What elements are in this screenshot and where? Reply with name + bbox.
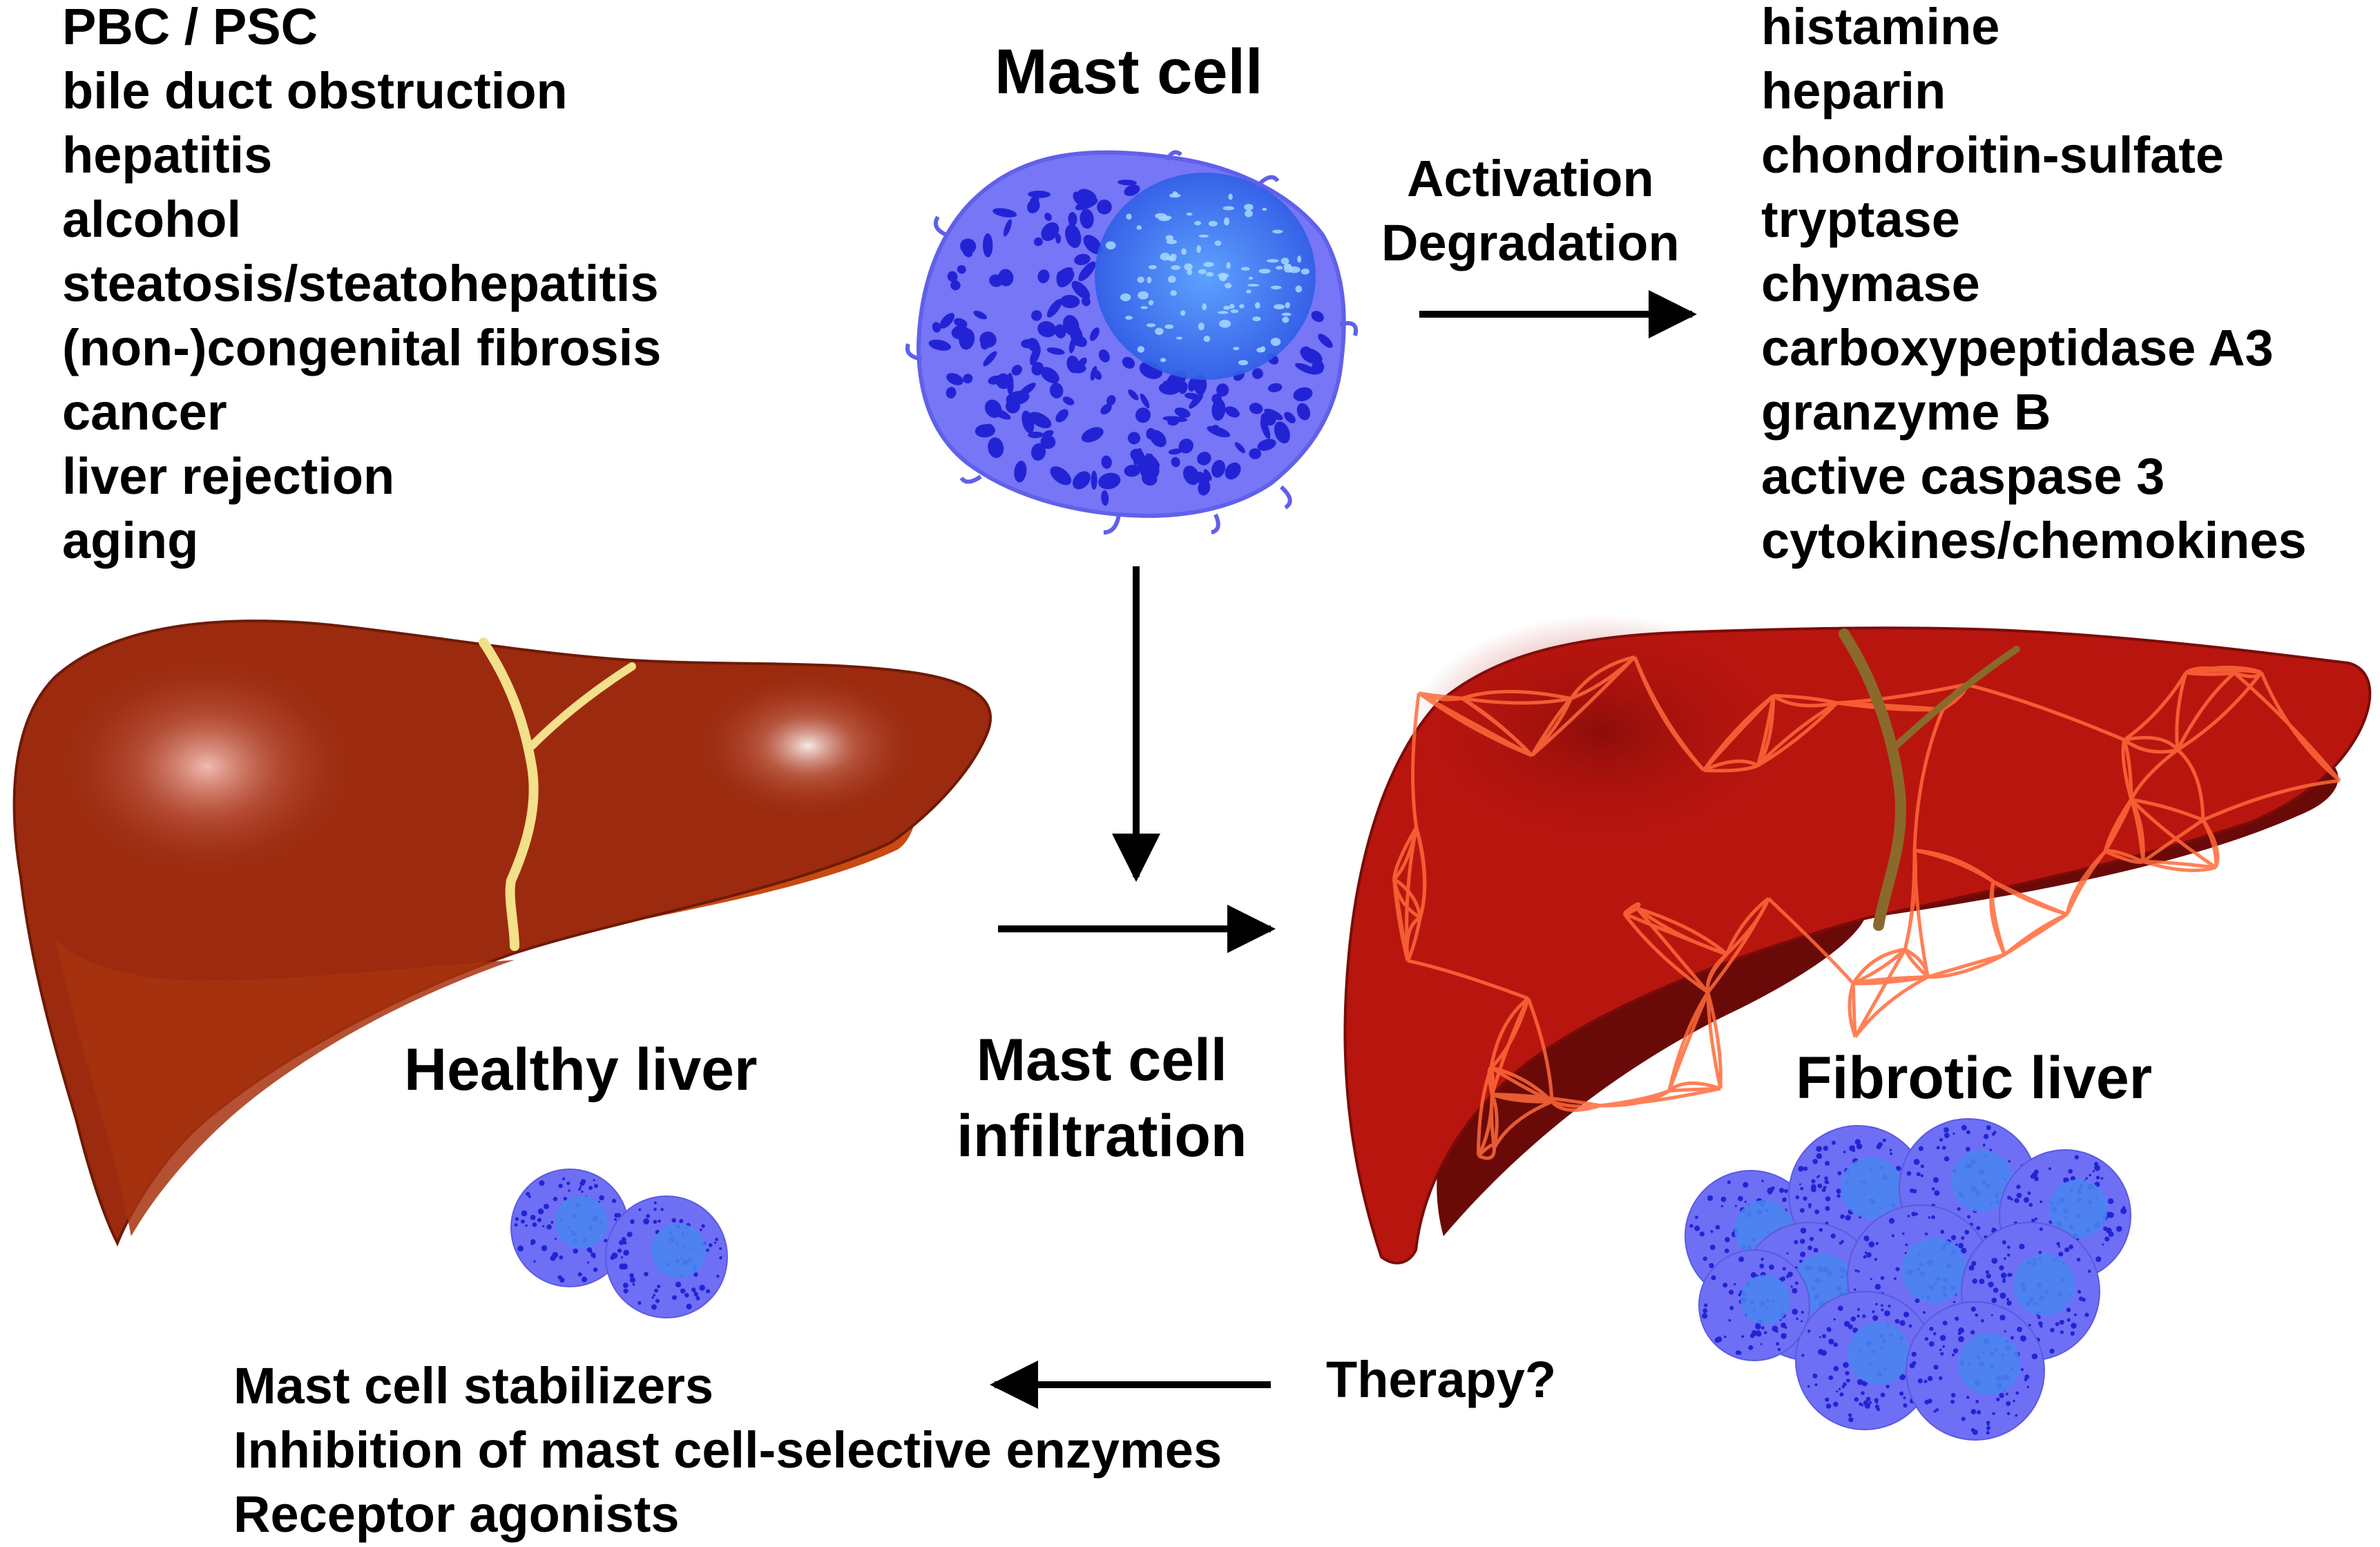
mast-cell-granules — [928, 180, 1333, 506]
cluster-mast-cell — [1795, 1291, 1935, 1430]
mediator-item: granzyme B — [1761, 383, 2051, 441]
mediator-item: chymase — [1761, 255, 1980, 312]
fibrosis-septa-network — [1392, 655, 2341, 1160]
activation-text: Activation — [1407, 150, 1654, 207]
healthy-liver-label: Healthy liver — [404, 1037, 758, 1103]
cause-item: alcohol — [62, 191, 242, 248]
fibrotic-liver-illustration — [1343, 615, 2372, 1265]
cause-item: bile duct obstruction — [62, 62, 568, 119]
mediator-item: carboxypeptidase A3 — [1761, 319, 2274, 376]
healthy-liver-highlight-right — [691, 670, 925, 822]
therapy-options-list: Mast cell stabilizers Inhibition of mast… — [233, 1354, 1222, 1546]
mast-cell-cluster-large — [1685, 1118, 2131, 1441]
therapy-item: Mast cell stabilizers — [233, 1357, 714, 1414]
mast-cell-infiltration-label: Mast cell infiltration — [957, 1022, 1247, 1174]
therapy-item: Inhibition of mast cell-selective enzyme… — [233, 1421, 1222, 1479]
mast-cell-mediators-list: histamine heparin chondroitin-sulfate tr… — [1761, 0, 2307, 573]
cause-item: hepatitis — [62, 126, 273, 184]
cause-item: steatosis/steatohepatitis — [62, 255, 659, 312]
fibrotic-liver-label: Fibrotic liver — [1796, 1045, 2153, 1111]
healthy-liver-ligament — [479, 637, 539, 951]
cluster-mast-cell — [605, 1195, 728, 1318]
therapy-question-label: Therapy? — [1326, 1351, 1557, 1408]
cause-item: cancer — [62, 383, 227, 441]
mediator-item: active caspase 3 — [1761, 448, 2165, 505]
mast-cell-title: Mast cell — [995, 37, 1263, 107]
therapy-item: Receptor agonists — [233, 1486, 680, 1543]
cause-item: aging — [62, 512, 199, 569]
mediator-item: heparin — [1761, 62, 1946, 119]
mediator-item: chondroitin-sulfate — [1761, 126, 2225, 184]
activation-degradation-label: Activation Degradation — [1381, 146, 1680, 275]
mast-cell-illustration — [905, 150, 1358, 535]
mediator-item: tryptase — [1761, 191, 1960, 248]
cause-item: (non-)congenital fibrosis — [62, 319, 662, 376]
nucleus-chromatin — [1105, 191, 1309, 365]
cluster-mast-cell — [1698, 1249, 1810, 1361]
cause-item: liver rejection — [62, 448, 395, 505]
infiltration-line-1: Mast cell — [976, 1027, 1227, 1093]
infiltration-line-2: infiltration — [957, 1103, 1247, 1169]
cause-item: PBC / PSC — [62, 0, 318, 55]
mediator-item: cytokines/chemokines — [1761, 512, 2307, 569]
fibrotic-liver-ligament — [1839, 628, 1907, 931]
healthy-liver-highlight-left — [48, 649, 366, 884]
fibrotic-liver-ligament-branch — [1892, 646, 2020, 749]
mast-cell-nucleus — [1095, 173, 1316, 380]
mediator-item: histamine — [1761, 0, 2000, 55]
healthy-liver-lower-lobe — [55, 939, 515, 1236]
cluster-mast-cell — [1906, 1301, 2045, 1441]
fibrotic-liver-shadow — [1409, 615, 1796, 849]
healthy-liver-ligament-branch — [528, 662, 636, 750]
mast-cell-cluster-small — [510, 1169, 728, 1318]
cluster-mast-cell — [510, 1169, 629, 1287]
liver-injury-causes-list: PBC / PSC bile duct obstruction hepatiti… — [62, 0, 661, 573]
mast-cell-protrusions — [905, 150, 1358, 535]
healthy-liver-illustration — [12, 619, 992, 1247]
degradation-text: Degradation — [1381, 214, 1680, 271]
